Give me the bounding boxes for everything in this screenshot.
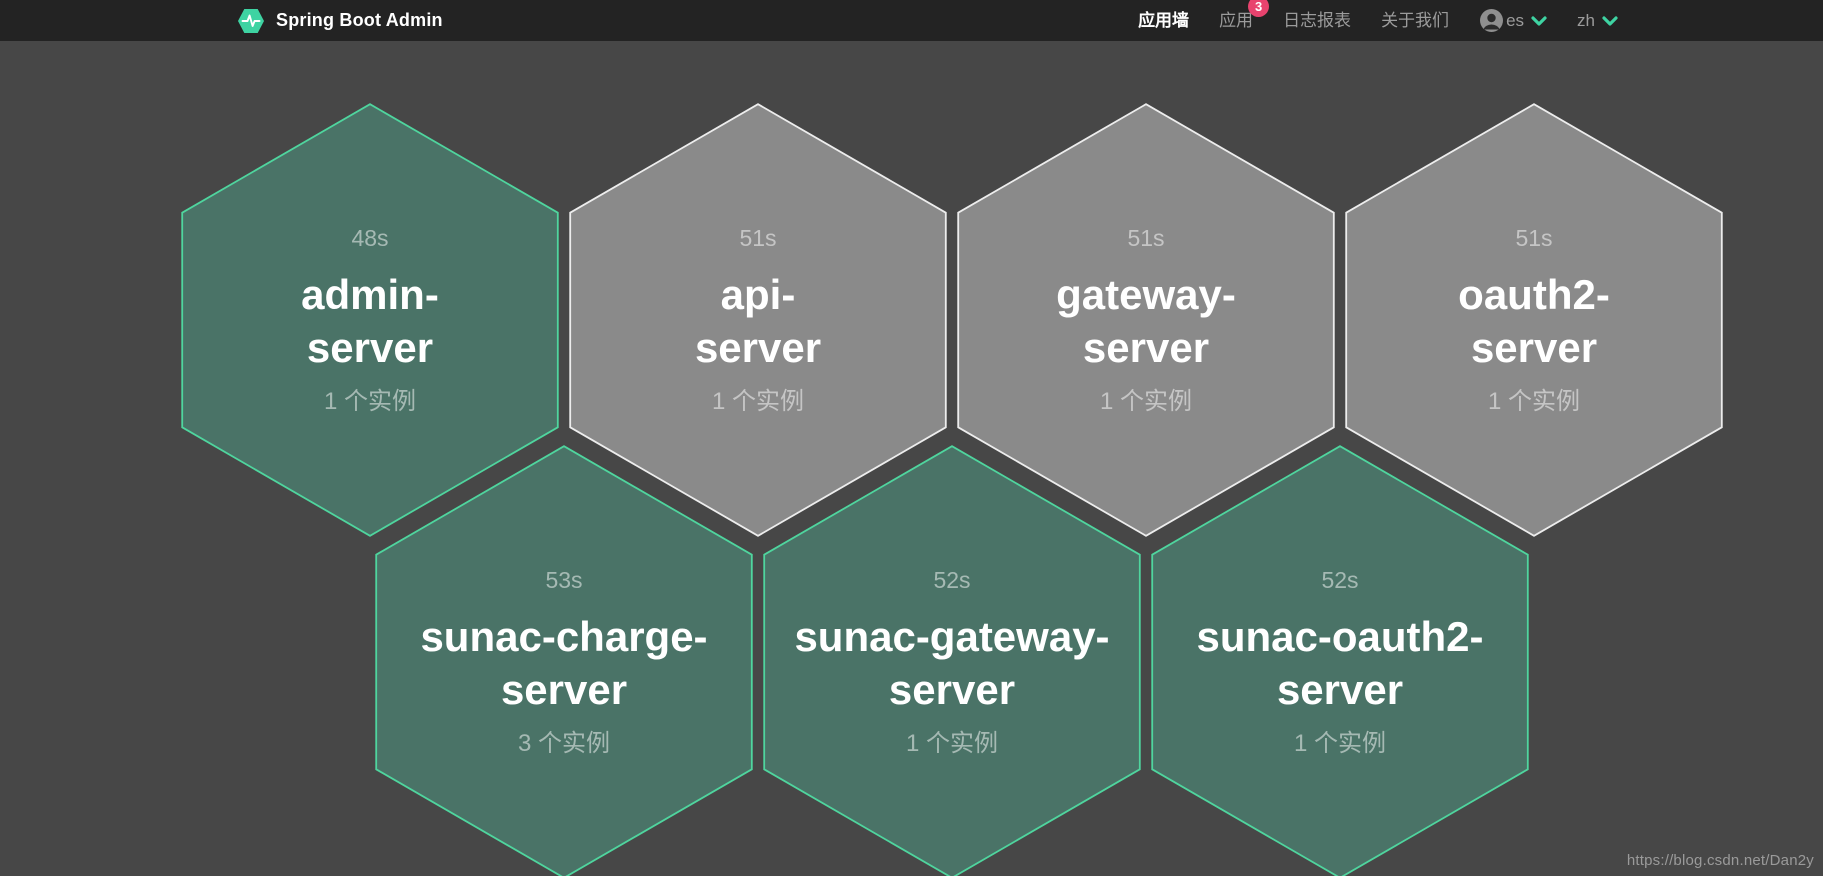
nav-item-label: 关于我们 <box>1381 11 1450 30</box>
application-uptime: 48s <box>351 224 389 251</box>
application-uptime: 51s <box>1515 224 1553 251</box>
application-instance-count: 3 个实例 <box>517 729 610 757</box>
chevron-down-icon <box>1531 15 1547 26</box>
watermark-url: https://blog.csdn.net/Dan2y <box>1626 852 1814 869</box>
application-hexagon-content: 51s oauth2-server 1 个实例 <box>1345 103 1723 537</box>
brand[interactable]: Spring Boot Admin <box>237 8 443 34</box>
hexagon-shape <box>957 103 1335 537</box>
application-name: admin-server <box>301 270 439 371</box>
application-hexagon[interactable]: 51s oauth2-server 1 个实例 <box>1345 103 1723 537</box>
application-hexagon[interactable]: 52s sunac-gateway-server 1 个实例 <box>763 445 1141 876</box>
chevron-down-icon <box>1602 15 1618 26</box>
application-hexagon-content: 52s sunac-gateway-server 1 个实例 <box>763 445 1141 876</box>
application-instance-count: 1 个实例 <box>323 387 416 415</box>
application-uptime: 53s <box>545 566 583 593</box>
spring-boot-admin-logo-icon <box>238 8 264 33</box>
application-name: sunac-charge-server <box>420 612 708 713</box>
application-instance-count: 1 个实例 <box>1293 729 1386 757</box>
application-instance-count: 1 个实例 <box>1099 387 1192 415</box>
hexagon-shape <box>375 445 753 876</box>
hexagon-shape <box>763 445 1141 876</box>
hexagon-shape <box>1345 103 1723 537</box>
application-name: sunac-gateway-server <box>794 612 1110 713</box>
nav-item-label: 应用墙 <box>1138 11 1190 30</box>
application-hexagon-content: 51s api-server 1 个实例 <box>569 103 947 537</box>
nav-user-menu[interactable]: es <box>1479 8 1547 33</box>
application-uptime: 52s <box>933 566 971 593</box>
application-hexagon[interactable]: 51s api-server 1 个实例 <box>569 103 947 537</box>
nav-item-label: 应用 <box>1219 11 1254 30</box>
application-hexagon[interactable]: 48s admin-server 1 个实例 <box>181 103 559 537</box>
application-name: sunac-oauth2-server <box>1196 612 1484 713</box>
application-instance-count: 1 个实例 <box>905 729 998 757</box>
hexagon-shape <box>1151 445 1529 876</box>
user-icon <box>1480 9 1504 32</box>
hexagon-shape <box>181 103 559 537</box>
nav-item-journal[interactable]: 日志报表 <box>1283 0 1351 41</box>
user-name-label: es <box>1506 10 1525 30</box>
application-hexagon[interactable]: 53s sunac-charge-server 3 个实例 <box>375 445 753 876</box>
application-uptime: 52s <box>1321 566 1359 593</box>
application-hexagon-content: 48s admin-server 1 个实例 <box>181 103 559 537</box>
application-hexagon[interactable]: 51s gateway-server 1 个实例 <box>957 103 1335 537</box>
application-hexagon-content: 51s gateway-server 1 个实例 <box>957 103 1335 537</box>
language-label: zh <box>1577 10 1595 30</box>
hexagon-shape <box>569 103 947 537</box>
application-hexagon[interactable]: 52s sunac-oauth2-server 1 个实例 <box>1151 445 1529 876</box>
nav-item-about[interactable]: 关于我们 <box>1381 0 1449 41</box>
application-instance-count: 1 个实例 <box>711 387 804 415</box>
application-hexagon-content: 53s sunac-charge-server 3 个实例 <box>375 445 753 876</box>
application-name: api-server <box>694 270 822 371</box>
application-hexagon-content: 52s sunac-oauth2-server 1 个实例 <box>1151 445 1529 876</box>
nav-language-selector[interactable]: zh <box>1577 11 1618 31</box>
nav-item-label: 日志报表 <box>1283 11 1352 30</box>
notification-badge: 3 <box>1248 0 1270 17</box>
application-name: oauth2-server <box>1458 270 1610 371</box>
nav-item-wallboard[interactable]: 应用墙 <box>1138 0 1189 41</box>
application-name: gateway-server <box>1056 270 1236 371</box>
application-uptime: 51s <box>1127 224 1165 251</box>
application-instance-count: 1 个实例 <box>1487 387 1580 415</box>
application-uptime: 51s <box>739 224 777 251</box>
brand-title: Spring Boot Admin <box>276 10 443 30</box>
